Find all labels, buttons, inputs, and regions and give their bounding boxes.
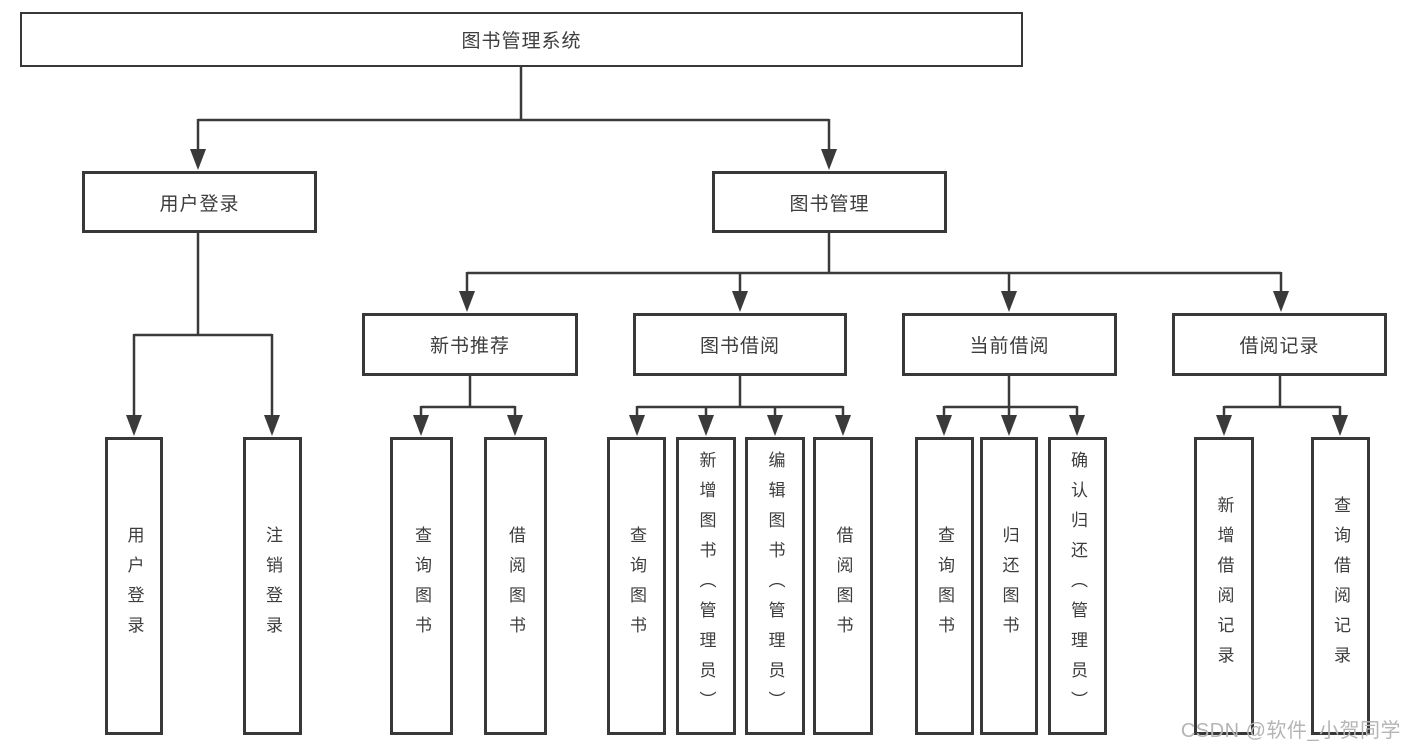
leaf-label: 查询借阅记录 bbox=[1331, 496, 1350, 676]
node-label: 用户登录 bbox=[159, 193, 240, 215]
node-label: 新书推荐 bbox=[429, 336, 510, 357]
leaf-label: 确认归还（管理员） bbox=[1068, 451, 1087, 721]
node-new-book-recommend: 新书推荐 bbox=[362, 313, 578, 376]
arrowhead-icons bbox=[126, 149, 1348, 436]
csdn-watermark: CSDN @软件_小贺同学 bbox=[1180, 720, 1401, 742]
leaf-label: 查询图书 bbox=[412, 526, 431, 646]
leaf-label: 新增借阅记录 bbox=[1214, 496, 1234, 676]
leaf-edit-books-admin: 编辑图书（管理员） bbox=[745, 437, 805, 735]
node-user-login: 用户登录 bbox=[82, 171, 317, 233]
leaf-label: 借阅图书 bbox=[833, 526, 853, 646]
leaf-label: 查询图书 bbox=[935, 526, 954, 646]
leaf-label: 注销登录 bbox=[263, 526, 282, 646]
node-borrowing-records: 借阅记录 bbox=[1172, 313, 1387, 376]
node-current-borrowing: 当前借阅 bbox=[902, 313, 1117, 376]
leaf-label: 查询图书 bbox=[627, 526, 646, 646]
leaf-query-books-borrowing: 查询图书 bbox=[607, 437, 666, 735]
node-label: 图书管理系统 bbox=[461, 31, 582, 52]
node-label: 图书管理 bbox=[789, 193, 870, 215]
node-book-borrowing: 图书借阅 bbox=[633, 313, 847, 376]
node-label: 借阅记录 bbox=[1239, 336, 1320, 357]
leaf-return-books: 归还图书 bbox=[980, 437, 1038, 735]
node-label: 图书借阅 bbox=[699, 336, 780, 357]
leaf-label: 新增图书（管理员） bbox=[696, 451, 716, 721]
node-book-management: 图书管理 bbox=[712, 171, 947, 233]
leaf-borrow-books: 借阅图书 bbox=[813, 437, 873, 735]
leaf-confirm-return-admin: 确认归还（管理员） bbox=[1048, 437, 1107, 735]
leaf-label: 编辑图书（管理员） bbox=[765, 451, 785, 721]
leaf-label: 借阅图书 bbox=[506, 526, 525, 646]
leaf-query-books-recommend: 查询图书 bbox=[390, 437, 453, 735]
leaf-label: 归还图书 bbox=[999, 526, 1019, 646]
leaf-label: 用户登录 bbox=[124, 526, 144, 646]
leaf-user-login: 用户登录 bbox=[105, 437, 163, 735]
leaf-logout: 注销登录 bbox=[243, 437, 302, 735]
leaf-query-borrow-record: 查询借阅记录 bbox=[1311, 437, 1370, 735]
leaf-add-books-admin: 新增图书（管理员） bbox=[676, 437, 736, 735]
node-library-management-system: 图书管理系统 bbox=[20, 12, 1023, 67]
leaf-add-borrow-record: 新增借阅记录 bbox=[1194, 437, 1254, 735]
leaf-borrow-books-recommend: 借阅图书 bbox=[484, 437, 547, 735]
connector-paths bbox=[132, 67, 1342, 417]
leaf-query-books-current: 查询图书 bbox=[915, 437, 974, 735]
node-label: 当前借阅 bbox=[969, 336, 1050, 357]
